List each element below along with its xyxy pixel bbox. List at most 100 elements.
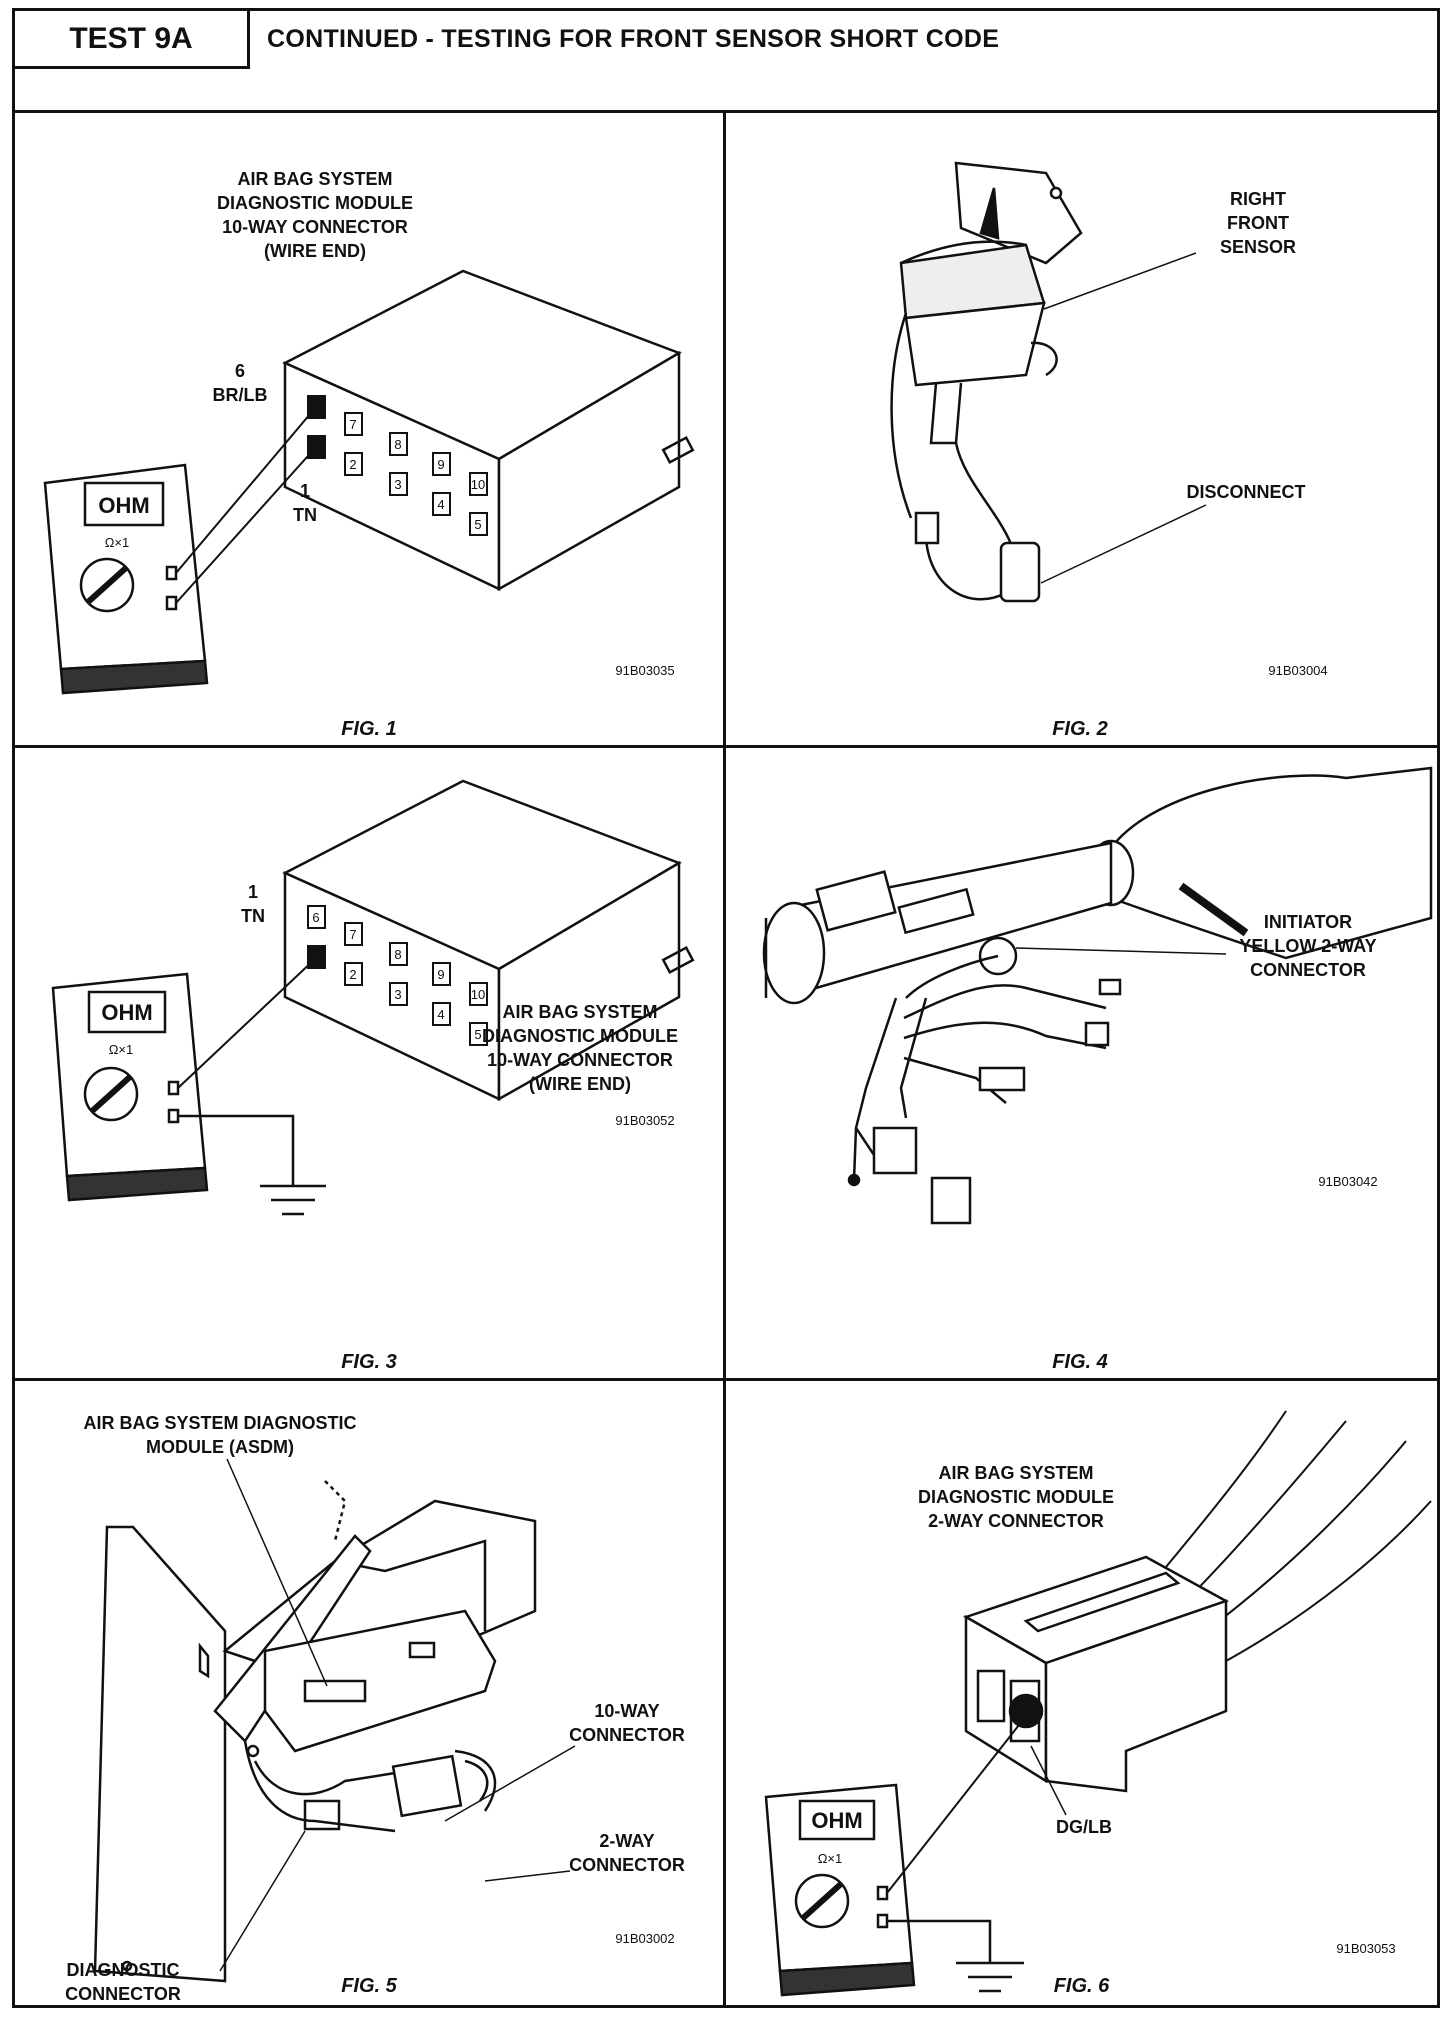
fig1-heading-line3: 10-WAY CONNECTOR	[222, 217, 408, 237]
figure-caption: FIG. 2	[1052, 718, 1108, 740]
ohmmeter	[51, 972, 209, 1202]
ground-symbol	[887, 1919, 1024, 1993]
pin-4: 4	[437, 1007, 444, 1022]
ohmmeter-display: OHM	[811, 1808, 862, 1833]
ohmmeter-display: OHM	[101, 1000, 152, 1025]
figure-3: 6 7 8 9 10 2 3 4 5 1 TN	[15, 748, 723, 1378]
diag-label-line1: DIAGNOSTIC	[66, 1960, 179, 1980]
asdm-label-line1: AIR BAG SYSTEM DIAGNOSTIC	[83, 1413, 356, 1433]
ten-way-label-line1: 10-WAY	[594, 1701, 659, 1721]
figure-caption: FIG. 5	[341, 1975, 397, 1997]
fig1-heading-line4: (WIRE END)	[264, 241, 366, 261]
figure-code: 91B03053	[1336, 1941, 1395, 1956]
ohmmeter-range: Ω×1	[818, 1851, 843, 1866]
page-header: TEST 9A CONTINUED - TESTING FOR FRONT SE…	[15, 11, 1437, 113]
ohmmeter-display: OHM	[98, 493, 149, 518]
test-lead	[886, 1715, 1027, 1894]
initiator-label-line3: CONNECTOR	[1250, 960, 1366, 980]
page-title: CONTINUED - TESTING FOR FRONT SENSOR SHO…	[267, 25, 1000, 53]
wire-color-label: DG/LB	[1056, 1817, 1112, 1837]
figure-grid: AIR BAG SYSTEM DIAGNOSTIC MODULE 10-WAY …	[15, 113, 1437, 2005]
grid-divider-row1	[15, 745, 1437, 748]
connector-pin-cavities	[307, 905, 488, 1046]
asdm-leader-line	[226, 1458, 328, 1687]
fig1-pin1-number: 1	[300, 481, 310, 501]
figure-code: 91B03052	[615, 1113, 674, 1128]
pin-7: 7	[349, 927, 356, 942]
sensor-leader-line	[1043, 252, 1197, 310]
grid-divider-row2	[15, 1378, 1437, 1381]
diag-label-line2: CONNECTOR	[65, 1984, 181, 2004]
pin-3: 3	[394, 987, 401, 1002]
sensor-label-line2: FRONT	[1227, 213, 1289, 233]
fig3-heading-line3: 10-WAY CONNECTOR	[487, 1050, 673, 1070]
two-way-label-line1: 2-WAY	[599, 1831, 654, 1851]
sensor-label-line1: RIGHT	[1230, 189, 1286, 209]
initiator-label-line1: INITIATOR	[1264, 912, 1352, 932]
grid-divider-vertical	[723, 113, 726, 2005]
steering-column-drawing	[762, 766, 1433, 1225]
fig1-pin6-color: BR/LB	[213, 385, 268, 405]
pin-5: 5	[474, 1027, 481, 1042]
ohmmeter-range: Ω×1	[109, 1042, 134, 1057]
fig3-pin1-color: TN	[241, 906, 265, 926]
pin-10: 10	[471, 477, 485, 492]
two-way-connector	[962, 1555, 1230, 1793]
asdm-label-line2: MODULE (ASDM)	[146, 1437, 294, 1457]
disconnect-leader-line	[1040, 504, 1207, 584]
pin-8: 8	[394, 947, 401, 962]
initiator-label-line2: YELLOW 2-WAY	[1239, 936, 1376, 956]
pin-2: 2	[349, 457, 356, 472]
pin-7: 7	[349, 417, 356, 432]
fig1-pin1-color: TN	[293, 505, 317, 525]
pin-10: 10	[471, 987, 485, 1002]
pin-8: 8	[394, 437, 401, 452]
figure-4: INITIATOR YELLOW 2-WAY CONNECTOR 91B0304…	[726, 748, 1437, 1378]
right-front-sensor-drawing	[890, 161, 1083, 603]
fig6-heading-line2: DIAGNOSTIC MODULE	[918, 1487, 1114, 1507]
fig3-heading-line2: DIAGNOSTIC MODULE	[482, 1026, 678, 1046]
figure-caption: FIG. 6	[1053, 1975, 1110, 1997]
fig3-heading-line1: AIR BAG SYSTEM	[502, 1002, 657, 1022]
figure-6: AIR BAG SYSTEM DIAGNOSTIC MODULE 2-WAY C…	[726, 1381, 1437, 2005]
two-way-leader-line	[484, 1870, 571, 1882]
sensor-label-line3: SENSOR	[1220, 237, 1296, 257]
initiator-leader-line	[1015, 947, 1227, 955]
ohmmeter	[764, 1783, 916, 1997]
asdm-installation-drawing	[93, 1480, 537, 1983]
test-leads	[175, 406, 317, 604]
test-number: TEST 9A	[15, 11, 250, 69]
pin-9: 9	[437, 967, 444, 982]
pin-6: 6	[312, 910, 319, 925]
fig6-heading-line1: AIR BAG SYSTEM	[938, 1463, 1093, 1483]
pin-3: 3	[394, 477, 401, 492]
ten-way-leader-line	[444, 1745, 576, 1822]
pin-9: 9	[437, 457, 444, 472]
wire-leader-line	[1030, 1745, 1067, 1816]
ohmmeter-range: Ω×1	[105, 535, 130, 550]
figure-code: 91B03004	[1268, 663, 1327, 678]
figure-caption: FIG. 1	[341, 718, 397, 740]
two-way-label-line2: CONNECTOR	[569, 1855, 685, 1875]
fig3-heading-line4: (WIRE END)	[529, 1074, 631, 1094]
fig1-pin6-number: 6	[235, 361, 245, 381]
pin-5: 5	[474, 517, 481, 532]
figure-code: 91B03002	[615, 1931, 674, 1946]
figure-2: RIGHT FRONT SENSOR DISCONNECT 91B03004 F…	[726, 113, 1437, 745]
figure-1: AIR BAG SYSTEM DIAGNOSTIC MODULE 10-WAY …	[15, 113, 723, 745]
fig3-pin1-number: 1	[248, 882, 258, 902]
fig1-heading-line1: AIR BAG SYSTEM	[237, 169, 392, 189]
figure-caption: FIG. 4	[1052, 1351, 1108, 1373]
figure-caption: FIG. 3	[341, 1351, 397, 1373]
figure-5: AIR BAG SYSTEM DIAGNOSTIC MODULE (ASDM)	[15, 1381, 723, 2005]
pin-4: 4	[437, 497, 444, 512]
ground-symbol	[178, 1114, 326, 1216]
fig6-heading-line3: 2-WAY CONNECTOR	[928, 1511, 1104, 1531]
figure-code: 91B03042	[1318, 1174, 1377, 1189]
disconnect-label: DISCONNECT	[1186, 482, 1305, 502]
ohmmeter	[43, 463, 209, 695]
fig1-heading-line2: DIAGNOSTIC MODULE	[217, 193, 413, 213]
diag-leader-line	[219, 1830, 306, 1972]
ten-way-label-line2: CONNECTOR	[569, 1725, 685, 1745]
service-manual-page: TEST 9A CONTINUED - TESTING FOR FRONT SE…	[12, 8, 1440, 2008]
